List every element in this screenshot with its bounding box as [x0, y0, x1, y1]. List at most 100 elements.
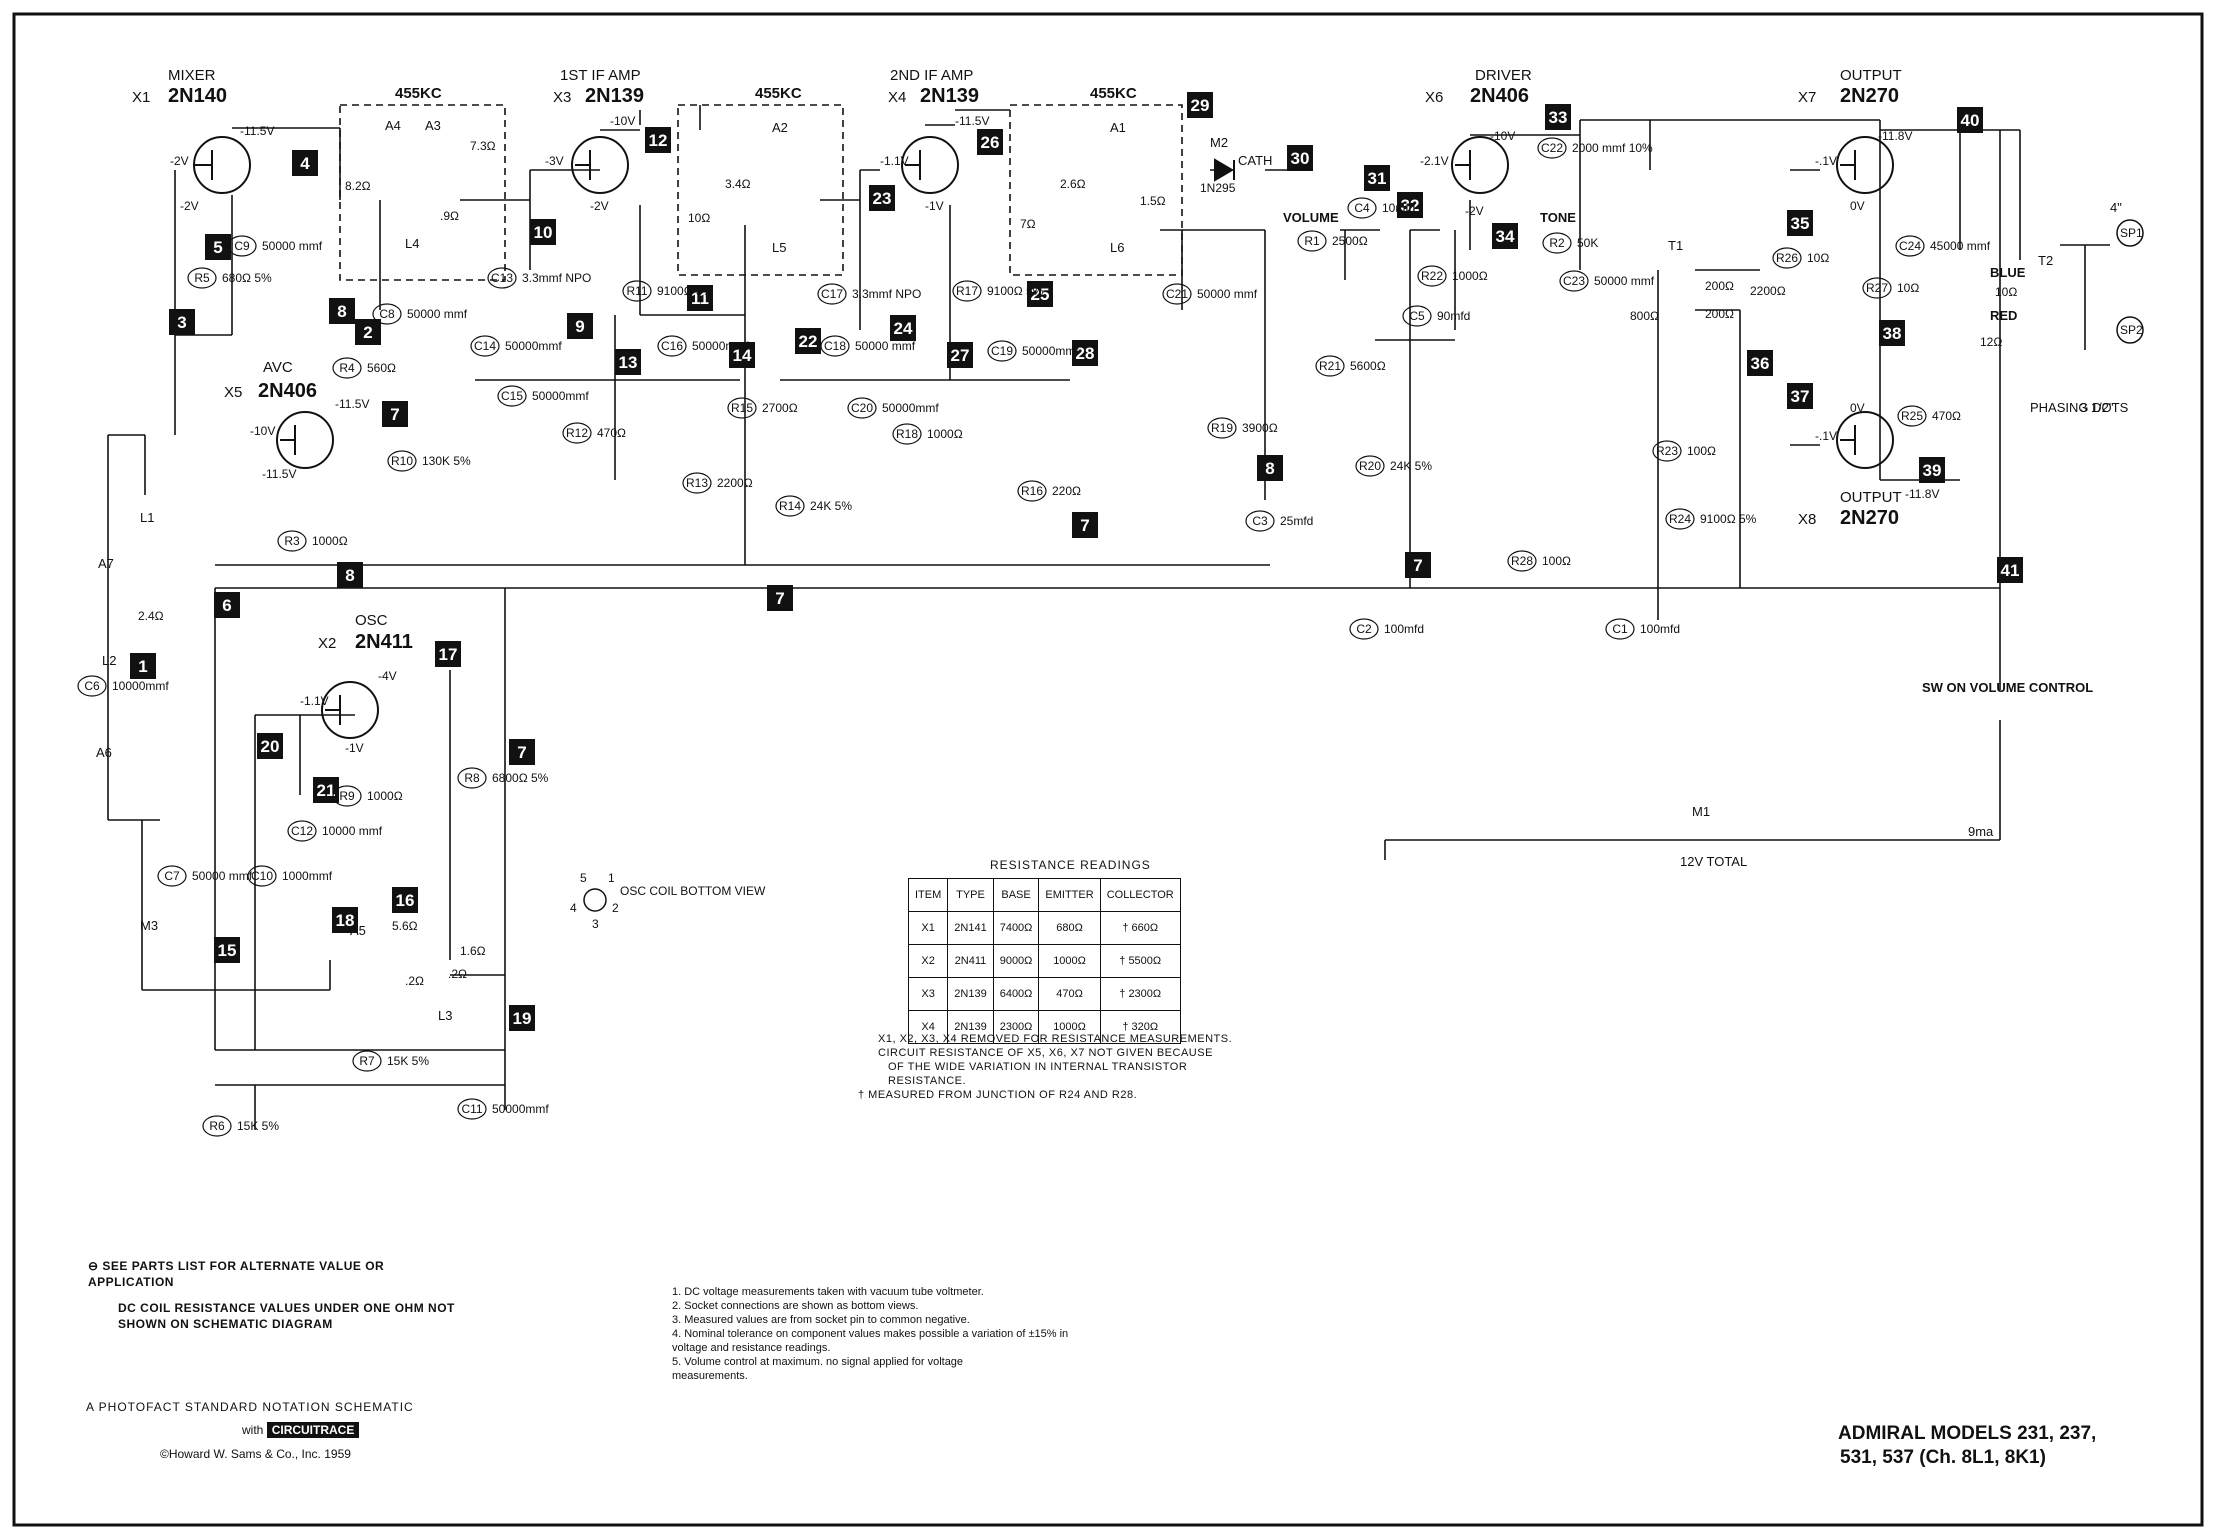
svg-text:R15: R15 — [731, 401, 753, 415]
svg-text:9: 9 — [575, 317, 584, 336]
svg-text:7: 7 — [390, 405, 399, 424]
svg-text:1000mmf: 1000mmf — [282, 869, 333, 883]
svg-text:R2: R2 — [1549, 236, 1565, 250]
svg-text:5: 5 — [213, 238, 222, 257]
x5-vc: -11.5V — [335, 397, 369, 411]
svg-text:10000mmf: 10000mmf — [112, 679, 169, 693]
m3-label: M3 — [140, 918, 158, 933]
test-point-7: 7 — [1072, 512, 1098, 538]
can2-val1: 3.4Ω — [725, 177, 751, 191]
with-text: with — [242, 1423, 264, 1437]
svg-text:50000mmf: 50000mmf — [1022, 344, 1079, 358]
title-line-1: ADMIRAL MODELS 231, 237, — [1838, 1423, 2097, 1444]
test-point-37: 37 — [1787, 383, 1813, 409]
svg-text:24: 24 — [894, 319, 913, 338]
svg-text:R27: R27 — [1866, 281, 1888, 295]
test-point-5: 5 — [205, 234, 231, 260]
x7-vb: -.1V — [1815, 154, 1837, 168]
t1-val3: 2200Ω — [1750, 284, 1786, 298]
table-cell: † 2300Ω — [1099, 977, 1181, 1011]
svg-text:8: 8 — [1265, 459, 1274, 478]
table-cell: 6400Ω — [992, 977, 1040, 1011]
svg-text:34: 34 — [1496, 227, 1515, 246]
x8-function: OUTPUT — [1840, 489, 1902, 506]
test-point-25: 25 — [1027, 281, 1053, 307]
can3-val2: 7Ω — [1020, 217, 1036, 231]
t1-label: T1 — [1668, 238, 1683, 253]
svg-text:R19: R19 — [1211, 421, 1233, 435]
x3-function: 1ST IF AMP — [560, 67, 641, 84]
can1-freq: 455KC — [395, 85, 442, 102]
resistance-table-caption: RESISTANCE READINGS — [990, 858, 1151, 872]
test-point-35: 35 — [1787, 210, 1813, 236]
svg-text:R20: R20 — [1359, 459, 1381, 473]
svg-text:40: 40 — [1961, 111, 1980, 130]
svg-text:50000 mmf: 50000 mmf — [192, 869, 253, 883]
svg-text:C21: C21 — [1166, 287, 1188, 301]
test-point-9: 9 — [567, 313, 593, 339]
can3-coil: L6 — [1110, 240, 1124, 255]
svg-text:680Ω 5%: 680Ω 5% — [222, 271, 272, 285]
svg-text:50000mmf: 50000mmf — [882, 401, 939, 415]
table-cell: 2300Ω — [992, 1010, 1040, 1044]
svg-text:12: 12 — [649, 131, 668, 150]
osc-val4: .2Ω — [405, 974, 424, 988]
test-point-8: 8 — [329, 298, 355, 324]
svg-text:18: 18 — [336, 911, 355, 930]
svg-text:50000 mmf: 50000 mmf — [262, 239, 323, 253]
svg-text:C20: C20 — [851, 401, 873, 415]
svg-text:14: 14 — [733, 346, 752, 365]
osc-val2: 1.6Ω — [460, 944, 486, 958]
svg-text:50000 mmf: 50000 mmf — [855, 339, 916, 353]
svg-text:C17: C17 — [821, 287, 843, 301]
circuitrace-line: with CIRCUITRACE — [242, 1422, 360, 1438]
test-point-31: 31 — [1364, 165, 1390, 191]
l2-value: 2.4Ω — [138, 609, 164, 623]
svg-text:10Ω: 10Ω — [1807, 251, 1829, 265]
can1-a3: A3 — [425, 118, 441, 133]
svg-text:24K 5%: 24K 5% — [810, 499, 852, 513]
x3-type: 2N139 — [585, 85, 644, 107]
table-row: X1 2N141 7400Ω 680Ω † 660Ω — [907, 911, 1181, 945]
x7-type: 2N270 — [1840, 85, 1899, 107]
x3-vb: -3V — [545, 154, 564, 168]
x5-function: AVC — [263, 359, 293, 376]
svg-text:C2: C2 — [1356, 622, 1372, 636]
x8-ve: 0V — [1850, 401, 1865, 415]
footnotes: 1. DC voltage measurements taken with va… — [672, 1285, 1072, 1383]
switch-label: SW ON VOLUME CONTROL — [1922, 680, 2093, 695]
can1-a4: A4 — [385, 118, 401, 133]
svg-text:C5: C5 — [1409, 309, 1425, 323]
svg-text:9100Ω 5%: 9100Ω 5% — [987, 284, 1044, 298]
svg-text:R11: R11 — [626, 284, 647, 298]
table-cell: X3 — [907, 977, 949, 1011]
svg-text:100mfd: 100mfd — [1384, 622, 1424, 636]
test-point-8: 8 — [1257, 455, 1283, 481]
svg-text:9100Ω 5%: 9100Ω 5% — [1700, 512, 1757, 526]
x2-function: OSC — [355, 612, 388, 629]
svg-text:R7: R7 — [359, 1054, 375, 1068]
alternate-parts-note: ⊖ SEE PARTS LIST FOR ALTERNATE VALUE OR … — [88, 1259, 385, 1289]
title-block: ADMIRAL MODELS 231, 237, 531, 537 (Ch. 8… — [1838, 1422, 2096, 1470]
photofact-line: A PHOTOFACT STANDARD NOTATION SCHEMATIC — [86, 1400, 414, 1414]
x1-id: X1 — [132, 89, 150, 106]
resistance-table: ITEM TYPE BASE EMITTER COLLECTOR X1 2N14… — [907, 878, 1181, 1044]
x6-id: X6 — [1425, 89, 1443, 106]
title-line-2: 531, 537 (Ch. 8L1, 8K1) — [1840, 1447, 2046, 1468]
osc-pin-5: 5 — [580, 871, 587, 885]
test-point-23: 23 — [869, 185, 895, 211]
svg-text:50000mmf: 50000mmf — [492, 1102, 549, 1116]
test-point-7: 7 — [382, 401, 408, 427]
svg-text:8: 8 — [337, 302, 346, 321]
x6-vc: -10V — [1490, 129, 1515, 143]
svg-text:6800Ω 5%: 6800Ω 5% — [492, 771, 549, 785]
table-row: X2 2N411 9000Ω 1000Ω † 5500Ω — [907, 944, 1181, 978]
can2-a2: A2 — [772, 120, 788, 135]
